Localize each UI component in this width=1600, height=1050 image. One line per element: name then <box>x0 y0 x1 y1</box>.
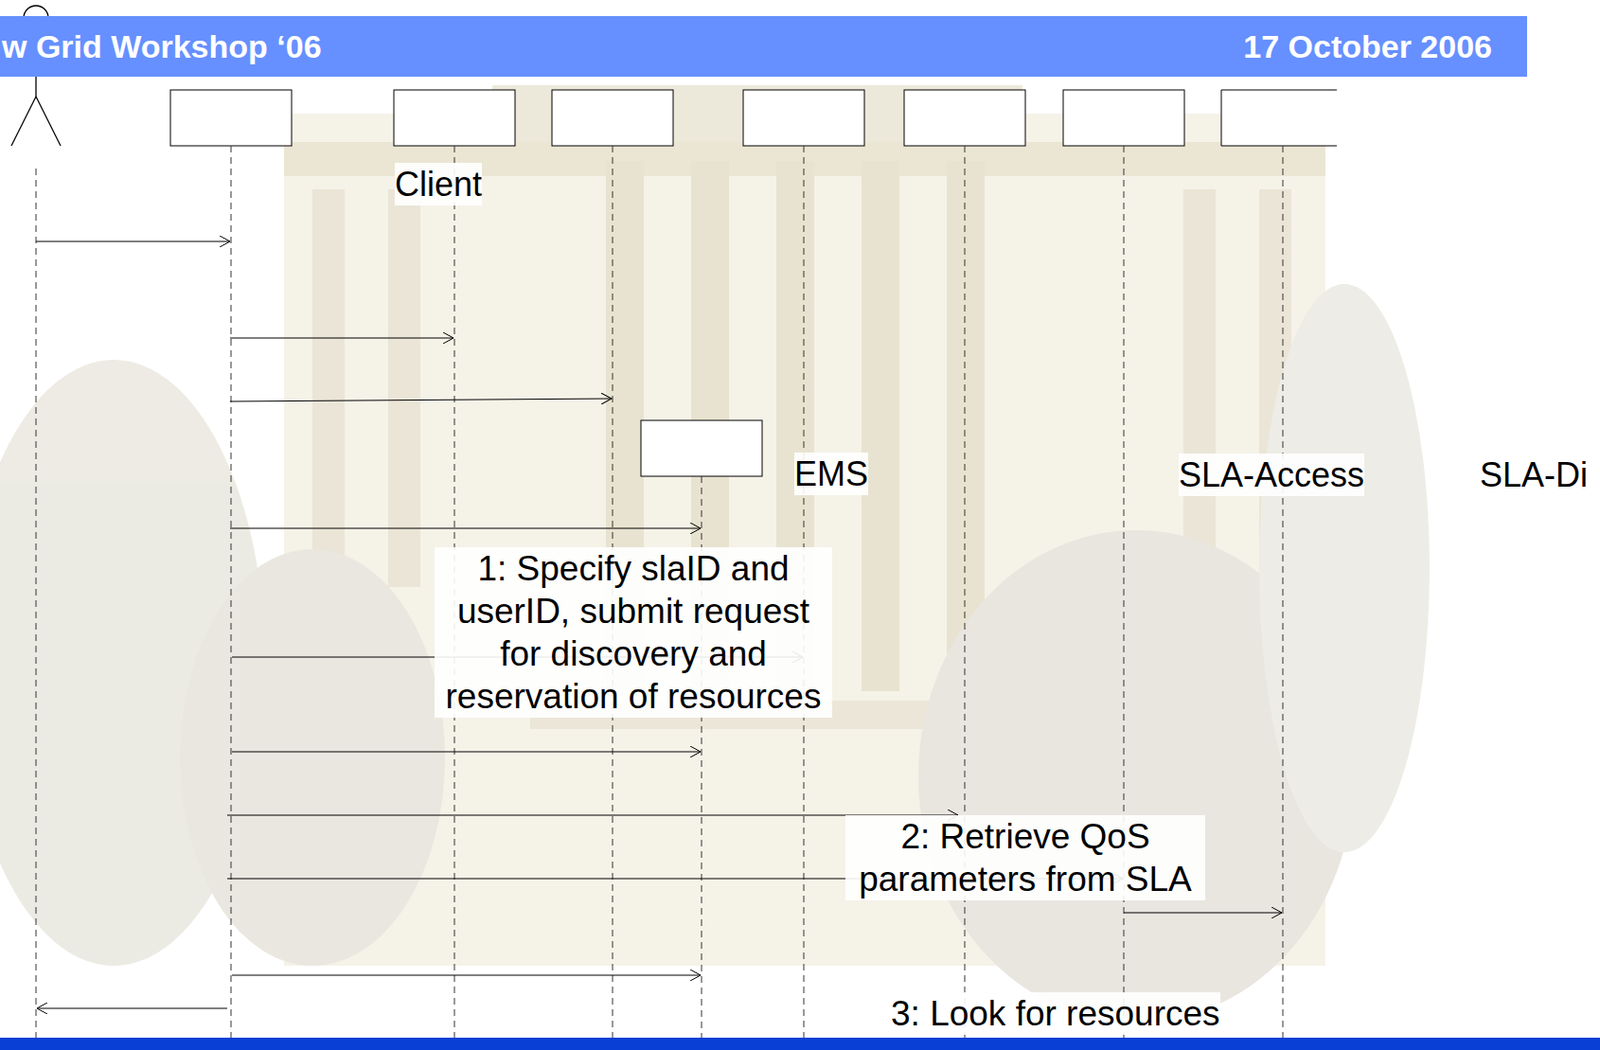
lifeline-name: EMS <box>794 452 869 496</box>
message-arrow <box>231 751 701 753</box>
message-arrow <box>231 975 701 977</box>
message-label: 2: Retrieve QoS parameters from SLA <box>845 815 1206 901</box>
building-column <box>312 189 345 587</box>
header-text: 17 October 2006 <box>1243 25 1493 68</box>
building-column <box>388 189 421 587</box>
message-arrow <box>230 528 701 530</box>
lifeline-box <box>393 89 516 146</box>
lifeline <box>964 145 966 1050</box>
lifeline-box <box>1221 89 1337 146</box>
lifeline <box>1123 145 1125 1050</box>
lifeline-box <box>1063 89 1185 146</box>
message-arrow <box>36 1008 228 1010</box>
tree <box>1259 284 1430 853</box>
message-label: 1: Specify slaID and userID, submit requ… <box>434 547 833 718</box>
footer-bar <box>0 1037 1600 1050</box>
actor-leg <box>11 96 36 146</box>
lifeline-box <box>743 89 865 146</box>
building-column <box>861 160 900 692</box>
lifeline-box <box>904 89 1026 146</box>
lifeline-name: SLA-Di <box>1479 453 1588 497</box>
lifeline <box>35 168 37 1038</box>
message-arrow <box>35 241 231 243</box>
header-text: w Grid Workshop ‘06 <box>1 25 322 68</box>
lifeline <box>231 145 232 1038</box>
lifeline-box <box>170 89 292 146</box>
actor-leg <box>35 96 61 146</box>
message-arrow <box>1123 912 1282 914</box>
lifeline-box <box>640 420 763 477</box>
message-arrow <box>230 398 612 402</box>
lifeline-name: SLA-Access <box>1178 453 1365 497</box>
message-label: 3: Look for resources <box>890 992 1221 1035</box>
lifeline <box>1282 145 1284 1050</box>
header-band: w Grid Workshop ‘06 17 October 2006 <box>0 16 1528 77</box>
lifeline-name: Client <box>394 162 482 206</box>
tree <box>179 549 445 966</box>
lifeline-box <box>551 89 674 146</box>
message-arrow <box>230 337 454 339</box>
building-column <box>1183 189 1216 587</box>
